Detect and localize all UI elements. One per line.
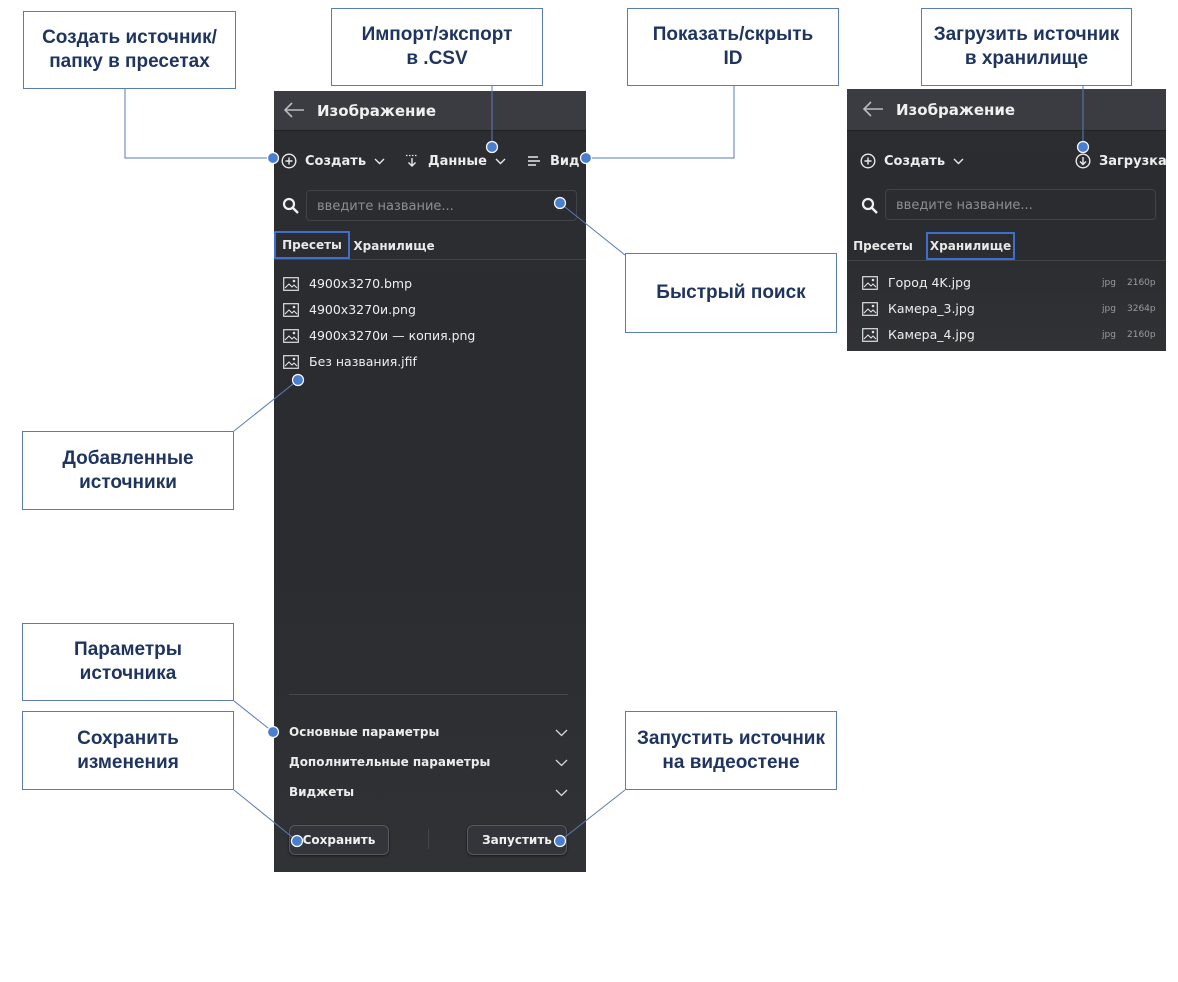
search-icon <box>861 197 878 214</box>
param-main[interactable]: Основные параметры <box>289 725 440 739</box>
list-item[interactable]: Без названия.jfif <box>283 354 417 369</box>
list-view-icon <box>528 156 540 166</box>
callout-upload-storage: Загрузить источник в хранилище <box>921 8 1132 86</box>
tabs-divider <box>274 259 586 260</box>
callout-launch-videowall: Запустить источник на видеостене <box>625 711 837 790</box>
panel-header: Изображение <box>847 89 1166 131</box>
tab-presets[interactable]: Пресеты <box>274 231 350 259</box>
tabs-divider <box>847 260 1166 261</box>
file-name: Камера_3.jpg <box>888 301 975 316</box>
chevron-down-icon[interactable] <box>555 729 568 737</box>
list-item[interactable]: Камера_4.jpg <box>862 327 975 342</box>
search-input[interactable]: введите название... <box>306 190 577 221</box>
right-storage-panel: Изображение Создать Загрузка введите наз… <box>847 89 1166 351</box>
create-dropdown[interactable]: Создать <box>860 153 964 169</box>
image-file-icon <box>862 275 878 290</box>
file-name: Город 4K.jpg <box>888 275 971 290</box>
plus-circle-icon <box>860 153 876 169</box>
image-file-icon <box>283 328 299 343</box>
panel-title: Изображение <box>896 101 1016 119</box>
file-name: Без названия.jfif <box>309 354 417 369</box>
save-button[interactable]: Сохранить <box>289 825 389 855</box>
tab-presets[interactable]: Пресеты <box>853 239 913 253</box>
file-ext: jpg <box>1102 304 1116 314</box>
search-icon <box>282 197 299 214</box>
view-toggle[interactable]: Вид <box>526 153 580 169</box>
callout-show-hide-id: Показать/скрыть ID <box>627 8 839 86</box>
file-resolution: 3264p <box>1127 304 1156 314</box>
import-export-icon <box>406 154 418 167</box>
file-name: 4900x3270.bmp <box>309 276 413 291</box>
file-ext: jpg <box>1102 330 1116 340</box>
list-item[interactable]: Камера_3.jpg <box>862 301 975 316</box>
connector-view <box>586 86 735 159</box>
file-name: Камера_4.jpg <box>888 327 975 342</box>
callout-source-params: Параметры источника <box>22 623 234 701</box>
tab-storage[interactable]: Хранилище <box>926 232 1015 260</box>
download-circle-icon <box>1075 153 1091 169</box>
image-file-icon <box>862 301 878 316</box>
params-divider <box>289 694 568 695</box>
param-additional[interactable]: Дополнительные параметры <box>289 755 491 769</box>
connector-params <box>233 700 274 733</box>
param-widgets[interactable]: Виджеты <box>289 785 355 799</box>
panel-title: Изображение <box>317 102 437 120</box>
upload-button[interactable]: Загрузка <box>1075 153 1166 169</box>
create-label: Создать <box>305 153 367 169</box>
left-source-panel: Изображение Создать Данные Вид введите н… <box>274 91 586 872</box>
buttons-separator <box>428 829 429 849</box>
launch-button[interactable]: Запустить <box>467 825 567 855</box>
chevron-down-icon <box>495 158 506 164</box>
image-file-icon <box>283 302 299 317</box>
file-name: 4900x3270и — копия.png <box>309 328 476 343</box>
chevron-down-icon[interactable] <box>555 789 568 797</box>
callout-quick-search: Быстрый поиск <box>625 253 837 333</box>
file-name: 4900x3270и.png <box>309 302 416 317</box>
file-resolution: 2160p <box>1127 278 1156 288</box>
panel-header: Изображение <box>274 91 586 131</box>
file-resolution: 2160p <box>1127 330 1156 340</box>
callout-save-changes: Сохранить изменения <box>22 711 234 790</box>
chevron-down-icon <box>953 158 964 164</box>
create-dropdown[interactable]: Создать <box>281 153 385 169</box>
callout-create-source: Создать источник/ папку в пресетах <box>23 11 236 89</box>
arrow-left-icon[interactable] <box>283 100 305 120</box>
chevron-down-icon[interactable] <box>555 759 568 767</box>
upload-label: Загрузка <box>1099 153 1166 169</box>
data-dropdown[interactable]: Данные <box>404 153 506 169</box>
file-ext: jpg <box>1102 278 1116 288</box>
list-item[interactable]: Город 4K.jpg <box>862 275 971 290</box>
image-file-icon <box>283 354 299 369</box>
callout-added-sources: Добавленные источники <box>22 431 234 510</box>
plus-circle-icon <box>281 153 297 169</box>
data-label: Данные <box>428 153 487 169</box>
list-item[interactable]: 4900x3270и.png <box>283 302 416 317</box>
image-file-icon <box>862 327 878 342</box>
arrow-left-icon[interactable] <box>862 99 884 119</box>
tab-storage[interactable]: Хранилище <box>353 239 435 253</box>
view-label: Вид <box>550 153 580 169</box>
image-file-icon <box>283 276 299 291</box>
callout-import-export: Импорт/экспорт в .CSV <box>331 8 543 86</box>
list-item[interactable]: 4900x3270.bmp <box>283 276 412 291</box>
list-item[interactable]: 4900x3270и — копия.png <box>283 328 475 343</box>
create-label: Создать <box>884 153 946 169</box>
connector-create <box>124 89 273 159</box>
chevron-down-icon <box>374 158 385 164</box>
search-input[interactable]: введите название... <box>885 189 1156 220</box>
